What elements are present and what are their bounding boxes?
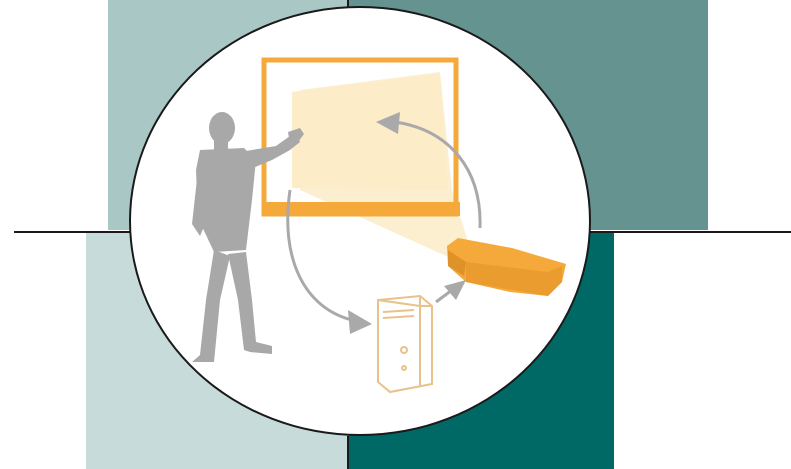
projector-icon <box>447 238 566 296</box>
computer-icon <box>378 296 432 392</box>
whiteboard-tray <box>262 202 460 216</box>
whiteboard-light-patch <box>292 74 448 190</box>
